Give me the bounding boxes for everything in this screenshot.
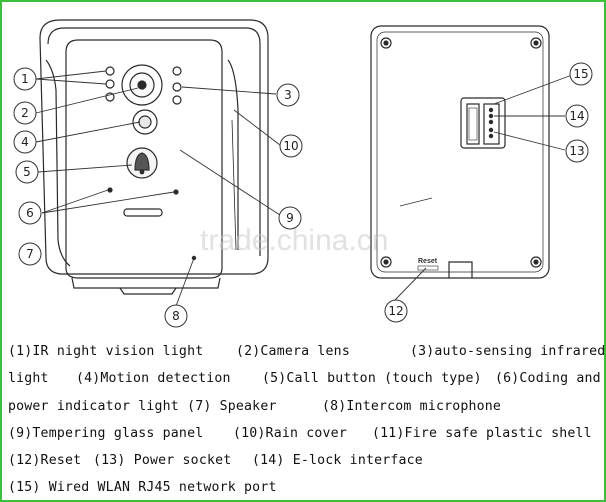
screw bbox=[380, 256, 392, 268]
ir-light bbox=[172, 95, 182, 105]
watermark: trade.china.cn bbox=[200, 224, 388, 257]
back-view bbox=[370, 25, 550, 279]
legend-item: light bbox=[8, 371, 49, 387]
callout-9: 9 bbox=[278, 206, 302, 230]
camera-lens-ring bbox=[121, 64, 163, 106]
legend-item: (3)auto-sensing infrared bbox=[410, 344, 606, 359]
parts-legend: (1)IR night vision light (2)Camera lens … bbox=[8, 338, 605, 502]
legend-item: power indicator light (7) Speaker bbox=[8, 398, 277, 414]
reset-label: Reset bbox=[418, 258, 438, 265]
callout-12: 12 bbox=[384, 299, 408, 323]
bottom-notch bbox=[448, 261, 473, 278]
doorbell-diagram: 1 2 3 4 5 6 7 8 9 10 Reset bbox=[13, 19, 593, 328]
legend-row: (1)IR night vision light (2)Camera lens … bbox=[8, 338, 605, 365]
ir-light bbox=[105, 66, 115, 76]
callout-15: 15 bbox=[569, 62, 593, 86]
legend-item: (5)Call button (touch type) bbox=[262, 371, 482, 387]
rain-cover-side bbox=[45, 59, 71, 267]
legend-item: (1)IR night vision light bbox=[8, 344, 204, 359]
terminal-block bbox=[483, 103, 500, 145]
back-callouts bbox=[394, 74, 573, 301]
callout-7: 7 bbox=[18, 242, 42, 266]
svg-text:14: 14 bbox=[569, 109, 584, 123]
speaker-grille bbox=[123, 208, 163, 217]
ir-light bbox=[172, 66, 182, 76]
svg-text:10: 10 bbox=[283, 139, 298, 153]
svg-text:13: 13 bbox=[569, 144, 584, 158]
ir-light bbox=[105, 92, 115, 102]
rain-cover-inner-edge bbox=[47, 27, 261, 256]
reset-hole bbox=[417, 265, 439, 271]
legend-row: light (4)Motion detection (5)Call button… bbox=[8, 365, 601, 392]
svg-text:8: 8 bbox=[172, 309, 180, 323]
legend-item: (13) Power socket bbox=[93, 453, 232, 469]
front-view bbox=[39, 19, 269, 295]
screw bbox=[530, 37, 542, 49]
bell-icon bbox=[134, 152, 150, 171]
callout-8: 8 bbox=[164, 304, 188, 328]
callout-6: 6 bbox=[18, 201, 42, 225]
legend-item: (11)Fire safe plastic shell bbox=[372, 425, 592, 441]
front-callout-circles: 1 2 3 4 5 6 7 8 9 10 bbox=[13, 67, 303, 328]
svg-text:15: 15 bbox=[573, 67, 588, 81]
legend-item: (6)Coding and bbox=[495, 371, 601, 387]
front-callouts bbox=[35, 70, 284, 307]
svg-text:6: 6 bbox=[26, 206, 34, 220]
callout-3: 3 bbox=[276, 83, 300, 107]
legend-item: (14) E-lock interface bbox=[252, 453, 423, 469]
screw bbox=[530, 256, 542, 268]
svg-text:9: 9 bbox=[286, 211, 294, 225]
legend-item: (15) Wired WLAN RJ45 network port bbox=[8, 480, 277, 496]
legend-item: (9)Tempering glass panel bbox=[8, 425, 204, 441]
legend-item: (4)Motion detection bbox=[76, 371, 231, 387]
legend-item: (10)Rain cover bbox=[233, 425, 347, 441]
motion-sensor bbox=[132, 109, 158, 135]
legend-row: power indicator light (7) Speaker (8)Int… bbox=[8, 393, 600, 420]
legend-item: (12)Reset bbox=[8, 453, 82, 469]
callout-1: 1 bbox=[13, 67, 37, 91]
svg-text:3: 3 bbox=[284, 88, 292, 102]
svg-text:1: 1 bbox=[21, 72, 29, 86]
callout-5: 5 bbox=[15, 160, 39, 184]
callout-4: 4 bbox=[13, 130, 37, 154]
svg-text:5: 5 bbox=[23, 165, 31, 179]
legend-item: (8)Intercom microphone bbox=[322, 398, 502, 414]
svg-text:12: 12 bbox=[388, 304, 403, 318]
back-shell bbox=[370, 25, 550, 279]
indicator-light bbox=[107, 187, 113, 193]
svg-text:7: 7 bbox=[26, 247, 34, 261]
callout-10: 10 bbox=[279, 134, 303, 158]
callout-2: 2 bbox=[13, 101, 37, 125]
legend-row: (15) Wired WLAN RJ45 network port bbox=[8, 474, 600, 501]
connector-block bbox=[460, 97, 506, 149]
base-bracket bbox=[71, 277, 221, 289]
svg-text:2: 2 bbox=[21, 106, 29, 120]
indicator-light bbox=[173, 189, 179, 195]
rain-cover bbox=[39, 19, 269, 275]
legend-row: (12)Reset (13) Power socket (14) E-lock … bbox=[8, 447, 600, 474]
callout-13: 13 bbox=[565, 139, 589, 163]
ir-light bbox=[105, 79, 115, 89]
svg-text:4: 4 bbox=[21, 135, 29, 149]
legend-row: (9)Tempering glass panel (10)Rain cover … bbox=[8, 420, 600, 447]
screw bbox=[380, 37, 392, 49]
callout-14: 14 bbox=[565, 104, 589, 128]
front-panel bbox=[65, 39, 223, 279]
back-callout-circles: 15 14 13 12 bbox=[384, 62, 593, 323]
legend-item: (2)Camera lens bbox=[236, 344, 350, 359]
ir-light bbox=[172, 82, 182, 92]
rj45-port bbox=[466, 103, 480, 145]
